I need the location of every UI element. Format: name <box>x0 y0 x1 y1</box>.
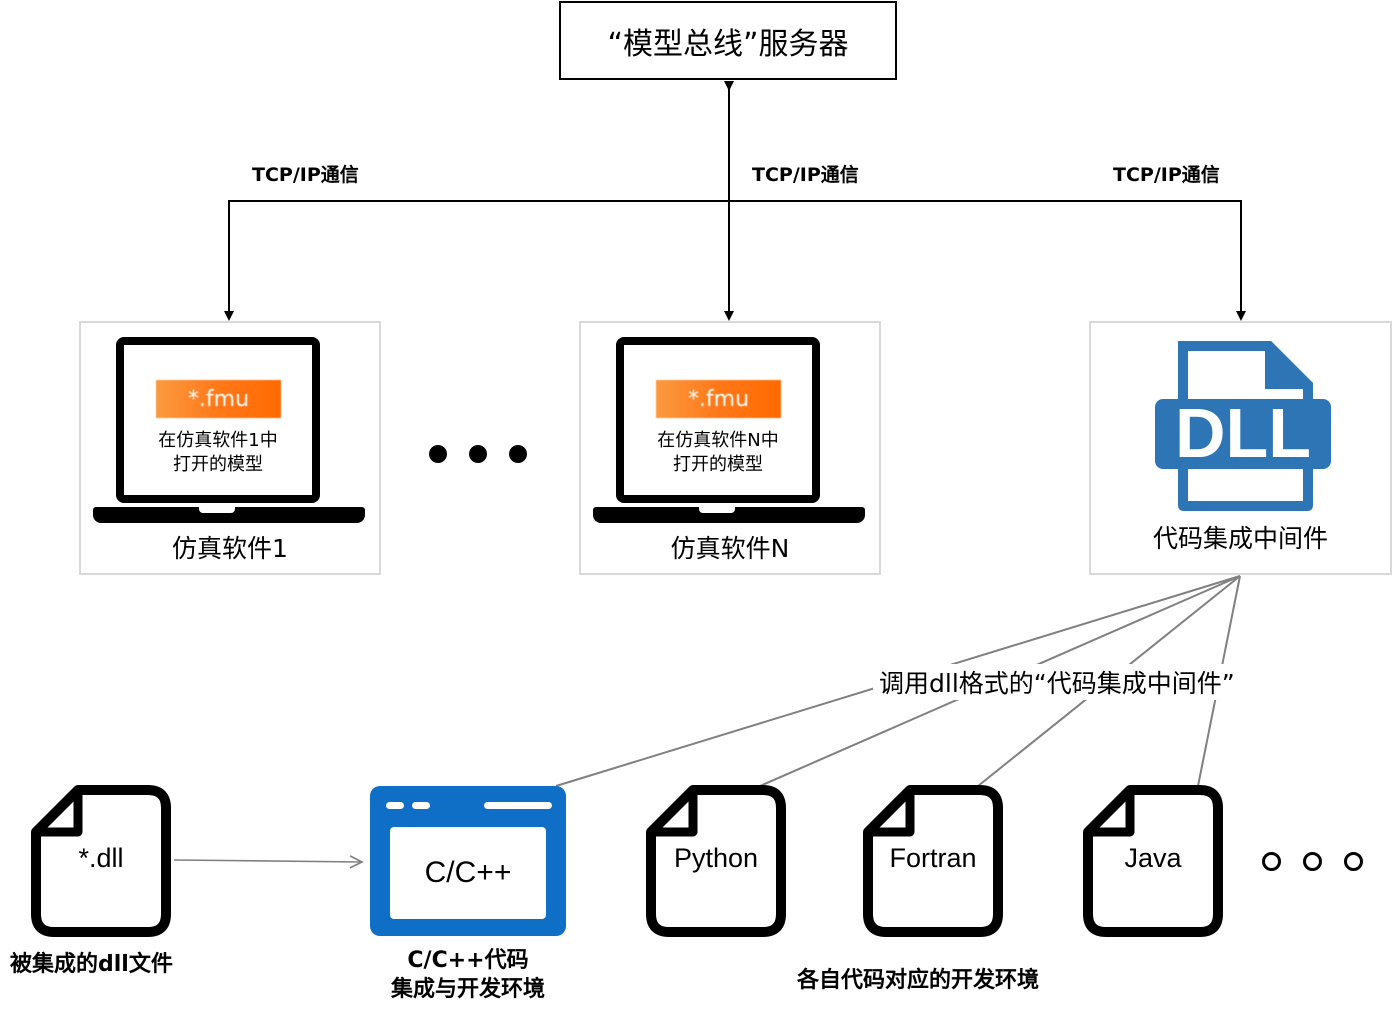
fortran-file-text: Fortran <box>889 843 977 873</box>
laptop-screen: *.fmu 在仿真软件N中 打开的模型 <box>616 337 820 503</box>
ellipsis-dots <box>429 445 549 463</box>
cpp-env-caption-line1: C/C++代码 <box>407 948 529 973</box>
model-description: 在仿真软件N中 打开的模型 <box>624 429 812 477</box>
client-card-n: *.fmu 在仿真软件N中 打开的模型 仿真软件N <box>579 321 881 575</box>
file-icon <box>646 785 786 937</box>
laptop-notch <box>199 507 235 513</box>
middleware-name: 代码集成中间件 <box>1152 524 1328 553</box>
middleware-card: DLL 代码集成中间件 <box>1089 321 1392 575</box>
java-file: Java <box>1082 785 1224 937</box>
call-dll-label: 调用dll格式的“代码集成中间件” <box>873 664 1241 700</box>
laptop-icon: *.fmu 在仿真软件N中 打开的模型 <box>581 323 879 533</box>
bus-line-right <box>729 200 1246 321</box>
languages-caption: 各自代码对应的开发环境 <box>797 968 1040 993</box>
model-description: 在仿真软件1中 打开的模型 <box>124 429 312 477</box>
dll-file-caption: 被集成的dll文件 <box>10 952 173 977</box>
model-description-line2: 打开的模型 <box>673 454 763 475</box>
cpp-env-caption: C/C++代码 集成与开发环境 <box>358 946 578 1004</box>
file-icon <box>1083 785 1223 937</box>
dll-file: *.dll <box>30 785 172 937</box>
python-file-text: Python <box>673 843 759 873</box>
laptop-screen: *.fmu 在仿真软件1中 打开的模型 <box>116 337 320 503</box>
client-name: 仿真软件1 <box>172 534 288 563</box>
model-bus-server: “模型总线”服务器 <box>559 1 897 80</box>
dll-icon-text: DLL <box>1175 394 1311 472</box>
bus-line-left <box>224 200 729 321</box>
cpp-env-caption-line2: 集成与开发环境 <box>390 977 545 1002</box>
window-title-bar <box>484 802 552 809</box>
client-name: 仿真软件N <box>670 534 790 563</box>
window-dot-icon <box>412 802 430 809</box>
model-description-line2: 打开的模型 <box>173 454 263 475</box>
server-label: “模型总线”服务器 <box>607 26 849 62</box>
laptop-base <box>593 507 865 523</box>
tcp-label-left: TCP/IP通信 <box>252 164 359 186</box>
dll-file-text: *.dll <box>78 843 124 873</box>
cpp-ide-content: C/C++ <box>390 827 546 919</box>
model-description-line1: 在仿真软件1中 <box>158 430 278 451</box>
laptop-icon: *.fmu 在仿真软件1中 打开的模型 <box>81 323 379 533</box>
laptop-base <box>93 507 365 523</box>
file-icon <box>863 785 1003 937</box>
cpp-ide-window: C/C++ <box>370 786 566 936</box>
more-languages-ellipsis <box>1262 852 1385 871</box>
java-file-text: Java <box>1124 843 1182 873</box>
client-card-1: *.fmu 在仿真软件1中 打开的模型 仿真软件1 <box>79 321 381 575</box>
window-dot-icon <box>386 802 404 809</box>
model-description-line1: 在仿真软件N中 <box>657 430 779 451</box>
dll-to-cpp-arrow <box>173 855 364 869</box>
laptop-notch <box>699 507 735 513</box>
python-file: Python <box>645 785 787 937</box>
tcp-label-right: TCP/IP通信 <box>1113 164 1220 186</box>
dll-file-icon: DLL <box>1155 341 1331 511</box>
file-icon <box>31 785 171 937</box>
fmu-badge: *.fmu <box>656 380 781 418</box>
tcp-label-center: TCP/IP通信 <box>752 164 859 186</box>
fmu-badge: *.fmu <box>156 380 281 418</box>
fortran-file: Fortran <box>862 785 1004 937</box>
